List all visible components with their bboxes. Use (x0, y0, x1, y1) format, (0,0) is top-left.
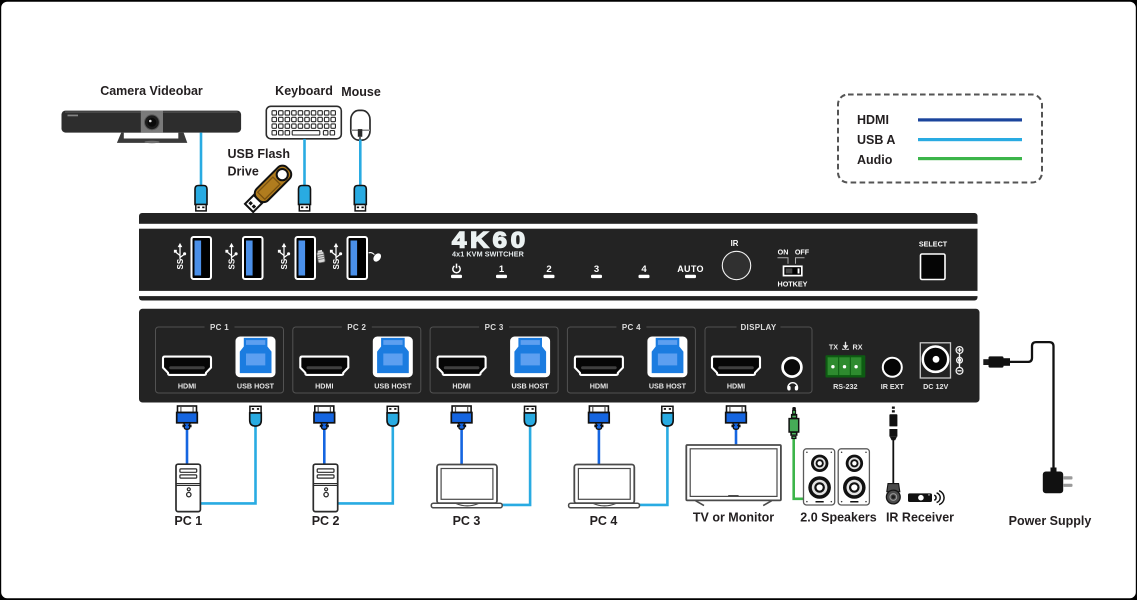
svg-text:ON: ON (778, 248, 789, 257)
svg-text:PC 4: PC 4 (590, 514, 618, 528)
svg-text:SS: SS (332, 258, 341, 269)
svg-text:PC 4: PC 4 (622, 323, 641, 332)
svg-text:USB A: USB A (857, 133, 895, 147)
svg-text:PC 2: PC 2 (312, 514, 340, 528)
svg-text:4K60: 4K60 (452, 228, 529, 253)
svg-text:HOTKEY: HOTKEY (778, 280, 808, 289)
svg-text:PC 2: PC 2 (347, 323, 366, 332)
svg-text:TV or Monitor: TV or Monitor (693, 511, 774, 525)
svg-text:RX: RX (853, 343, 863, 352)
svg-text:2: 2 (546, 264, 551, 275)
svg-text:Drive: Drive (228, 164, 259, 178)
svg-text:PC 1: PC 1 (174, 514, 202, 528)
svg-text:PC 3: PC 3 (485, 323, 504, 332)
svg-text:SS: SS (228, 258, 237, 269)
svg-text:4: 4 (641, 264, 647, 275)
svg-text:PC 3: PC 3 (453, 514, 481, 528)
svg-text:HDMI: HDMI (857, 113, 889, 127)
svg-text:DISPLAY: DISPLAY (740, 323, 776, 332)
svg-text:Mouse: Mouse (341, 85, 381, 99)
svg-text:PC 1: PC 1 (210, 323, 229, 332)
svg-text:Power Supply: Power Supply (1009, 514, 1092, 528)
svg-text:SELECT: SELECT (919, 240, 948, 249)
svg-text:SS: SS (176, 258, 185, 269)
svg-text:Keyboard: Keyboard (275, 84, 333, 98)
svg-text:4x1 KVM SWITCHER: 4x1 KVM SWITCHER (452, 250, 525, 259)
svg-text:IR Receiver: IR Receiver (886, 511, 954, 525)
svg-text:3: 3 (594, 264, 599, 275)
svg-text:AUTO: AUTO (677, 264, 704, 274)
svg-text:TX: TX (829, 343, 838, 352)
svg-text:IR: IR (731, 239, 739, 248)
svg-text:Audio: Audio (857, 153, 893, 167)
svg-text:2.0 Speakers: 2.0 Speakers (800, 511, 876, 525)
svg-text:Camera Videobar: Camera Videobar (100, 84, 203, 98)
svg-text:OFF: OFF (795, 248, 810, 257)
svg-text:DC 12V: DC 12V (923, 382, 948, 391)
svg-text:IR EXT: IR EXT (881, 382, 905, 391)
svg-text:RS-232: RS-232 (833, 382, 857, 391)
svg-text:1: 1 (499, 264, 505, 275)
svg-text:SS: SS (280, 258, 289, 269)
svg-text:USB Flash: USB Flash (228, 147, 291, 161)
